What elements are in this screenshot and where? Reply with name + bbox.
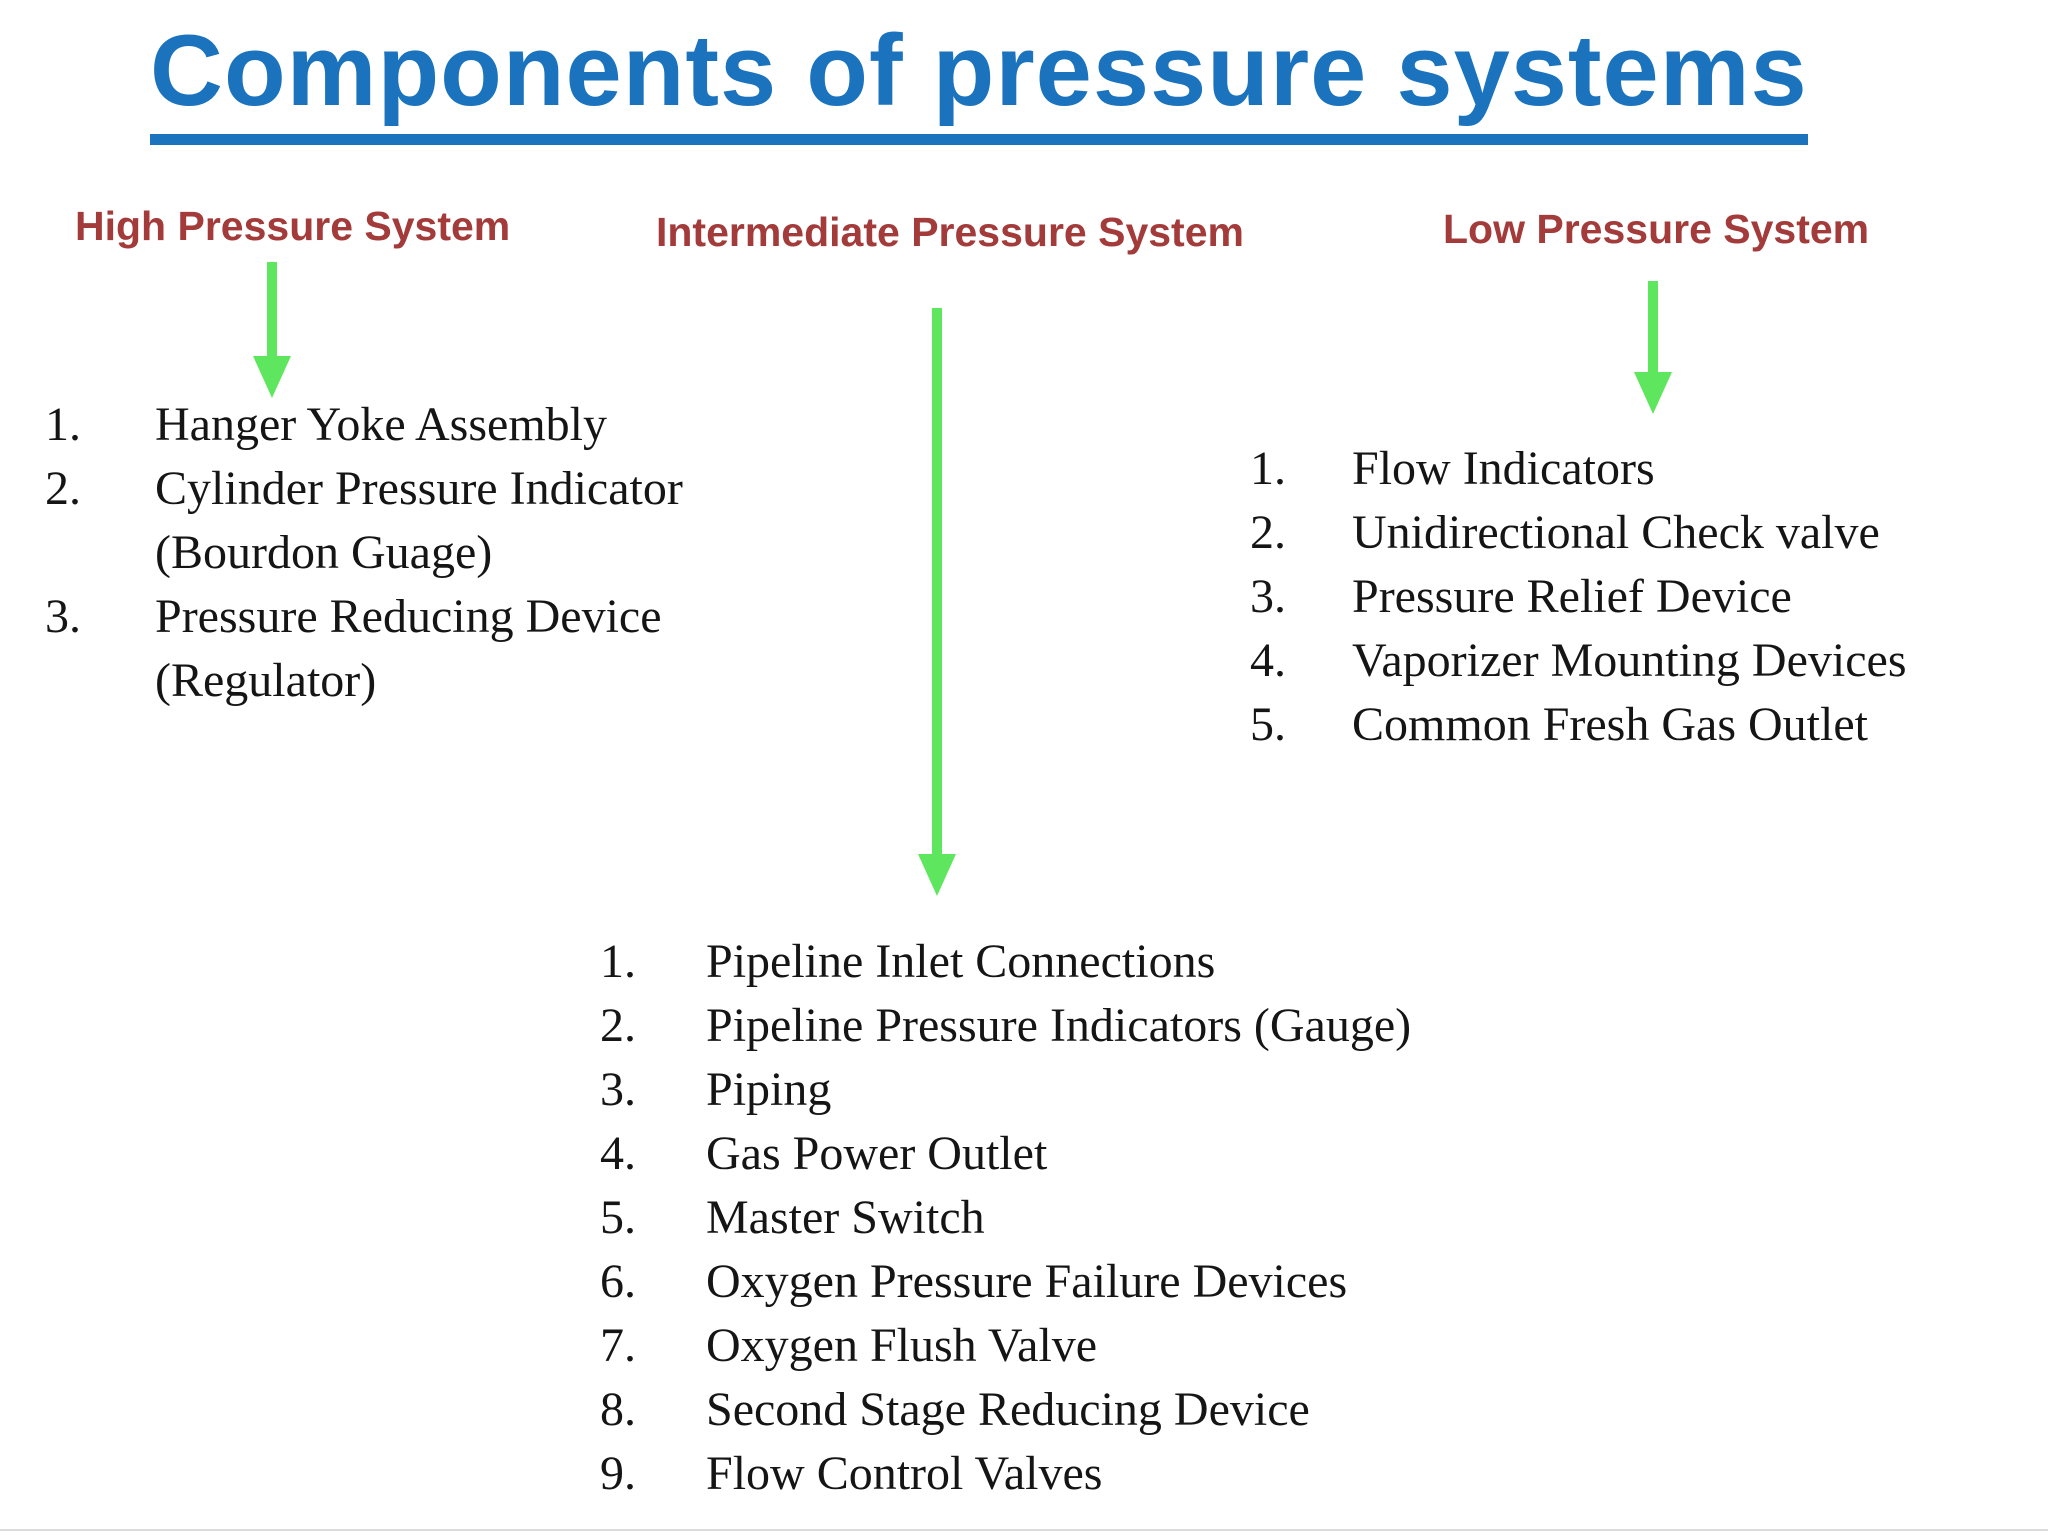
list-item-text: Vaporizer Mounting Devices: [1352, 634, 1907, 687]
list-item-text: Pipeline Inlet Connections: [706, 935, 1216, 988]
list-item-text: (Bourdon Guage): [155, 526, 493, 579]
list-item: 4. Gas Power Outlet: [600, 1122, 1411, 1186]
arrow-head: [1634, 372, 1672, 414]
list-item-number: 3.: [45, 590, 81, 643]
list-item: 1. Pipeline Inlet Connections: [600, 930, 1411, 994]
list-item-text: Flow Indicators: [1352, 442, 1655, 495]
list-item: 3. Piping: [600, 1058, 1411, 1122]
arrow-shaft: [932, 308, 942, 854]
list-item-text: Master Switch: [706, 1191, 985, 1244]
header-high-pressure-system: High Pressure System: [75, 203, 511, 249]
high-pressure-down-arrow-icon: [253, 262, 291, 398]
intermediate-pressure-down-arrow-icon: [918, 308, 956, 896]
list-item-text: Hanger Yoke Assembly: [155, 398, 607, 451]
list-item-text: Oxygen Flush Valve: [706, 1319, 1098, 1372]
list-item: 6. Oxygen Pressure Failure Devices: [600, 1250, 1411, 1314]
high-pressure-list: 1. Hanger Yoke Assembly 2. Cylinder Pressur…: [45, 393, 683, 713]
list-item-number: 6.: [600, 1255, 636, 1308]
header-low-pressure-system: Low Pressure System: [1443, 206, 1870, 252]
low-pressure-list: 1. Flow Indicators 2. Unidirectional Check …: [1250, 437, 1907, 757]
list-item: 5. Master Switch: [600, 1186, 1411, 1250]
arrow-shaft: [267, 262, 277, 356]
arrow-head: [253, 356, 291, 398]
list-item-text: Gas Power Outlet: [706, 1127, 1048, 1180]
list-item-text: Pipeline Pressure Indicators (Gauge): [706, 999, 1412, 1052]
list-item: (Bourdon Guage): [45, 521, 683, 585]
list-item: 3. Pressure Relief Device: [1250, 565, 1907, 629]
list-item-text: (Regulator): [155, 654, 377, 707]
list-item-text: Cylinder Pressure Indicator: [155, 462, 683, 515]
list-item: 1. Flow Indicators: [1250, 437, 1907, 501]
list-item-text: Flow Control Valves: [706, 1447, 1103, 1500]
list-item: 8. Second Stage Reducing Device: [600, 1378, 1411, 1442]
list-item: 5. Common Fresh Gas Outlet: [1250, 693, 1907, 757]
list-item-number: 2.: [45, 462, 81, 515]
list-item: 7. Oxygen Flush Valve: [600, 1314, 1411, 1378]
list-item: 3. Pressure Reducing Device: [45, 585, 683, 649]
list-item-number: 8.: [600, 1383, 636, 1436]
list-item-text: Piping: [706, 1063, 832, 1116]
list-item-number: 1.: [1250, 442, 1286, 495]
list-item-text: Second Stage Reducing Device: [706, 1383, 1310, 1436]
list-item-number: 5.: [1250, 698, 1286, 751]
list-item-text: Pressure Reducing Device: [155, 590, 662, 643]
list-item: (Regulator): [45, 649, 683, 713]
list-item-number: 2.: [600, 999, 636, 1052]
bottom-divider: [0, 1529, 2048, 1531]
list-item: 9. Flow Control Valves: [600, 1442, 1411, 1506]
list-item-number: 1.: [45, 398, 81, 451]
arrow-shaft: [1648, 281, 1658, 372]
list-item-text: Common Fresh Gas Outlet: [1352, 698, 1868, 751]
list-item-number: 7.: [600, 1319, 636, 1372]
list-item-number: 2.: [1250, 506, 1286, 559]
list-item: 2. Pipeline Pressure Indicators (Gauge): [600, 994, 1411, 1058]
list-item: 1. Hanger Yoke Assembly: [45, 393, 683, 457]
list-item-text: Unidirectional Check valve: [1352, 506, 1880, 559]
list-item-number: 1.: [600, 935, 636, 988]
list-item-number: 3.: [1250, 570, 1286, 623]
list-item-number: 3.: [600, 1063, 636, 1116]
list-item-text: Oxygen Pressure Failure Devices: [706, 1255, 1348, 1308]
list-item-number: 4.: [600, 1127, 636, 1180]
list-item: 2. Cylinder Pressure Indicator: [45, 457, 683, 521]
slide-title: Components of pressure systems: [150, 14, 1808, 145]
intermediate-pressure-list: 1. Pipeline Inlet Connections 2. Pipeline P…: [600, 930, 1411, 1506]
low-pressure-down-arrow-icon: [1634, 281, 1672, 414]
arrow-head: [918, 854, 956, 896]
list-item-number: 5.: [600, 1191, 636, 1244]
list-item-number: 9.: [600, 1447, 636, 1500]
list-item-number: 4.: [1250, 634, 1286, 687]
list-item: 2. Unidirectional Check valve: [1250, 501, 1907, 565]
list-item-text: Pressure Relief Device: [1352, 570, 1792, 623]
header-intermediate-pressure-system: Intermediate Pressure System: [656, 209, 1244, 255]
list-item: 4. Vaporizer Mounting Devices: [1250, 629, 1907, 693]
